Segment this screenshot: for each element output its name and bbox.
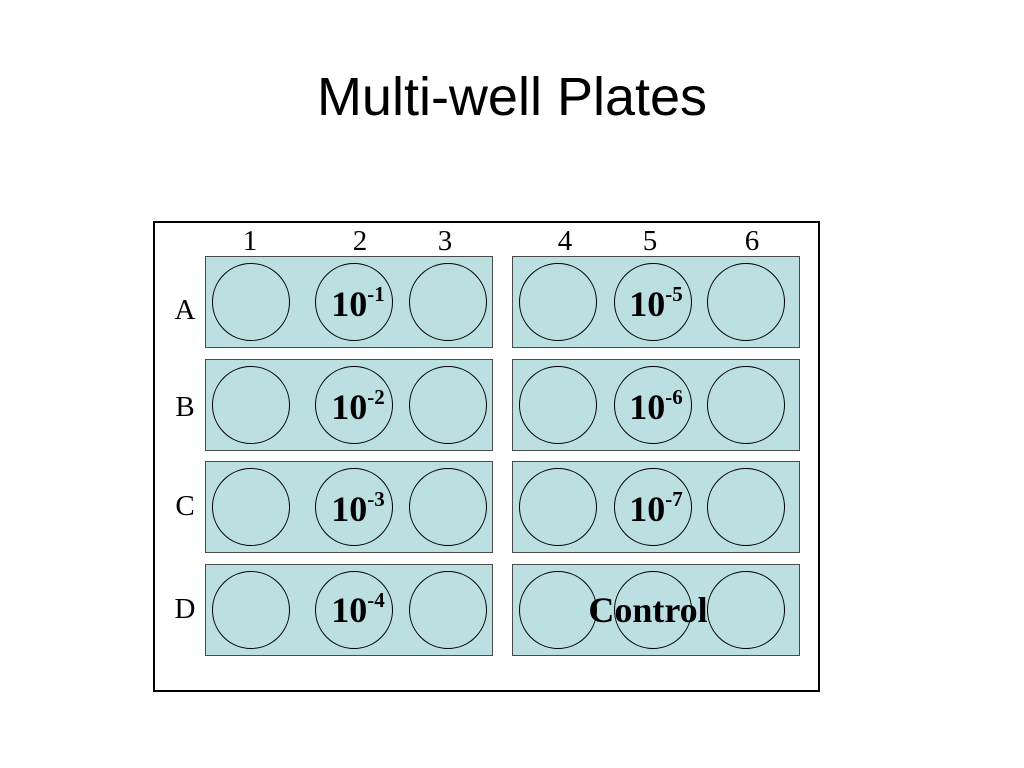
well-a2: [315, 263, 393, 341]
well-d1: [212, 571, 290, 649]
plate-frame: [153, 221, 820, 692]
row-label-d: D: [174, 593, 196, 625]
well-a5: [614, 263, 692, 341]
column-label-2: 2: [352, 225, 368, 257]
well-c3: [409, 468, 487, 546]
dilution-label-c2: 10-3: [331, 487, 385, 530]
well-c4: [519, 468, 597, 546]
well-a3: [409, 263, 487, 341]
well-b4: [519, 366, 597, 444]
well-d2: [315, 571, 393, 649]
well-c1: [212, 468, 290, 546]
row-label-a: A: [174, 294, 196, 326]
row-label-c: C: [175, 490, 195, 522]
well-b3: [409, 366, 487, 444]
well-b1: [212, 366, 290, 444]
well-b5: [614, 366, 692, 444]
well-b6: [707, 366, 785, 444]
well-c5: [614, 468, 692, 546]
well-c2: [315, 468, 393, 546]
well-c6: [707, 468, 785, 546]
row-label-b: B: [175, 391, 195, 423]
column-label-3: 3: [437, 225, 453, 257]
control-label: Control: [588, 590, 708, 630]
well-d4: [519, 571, 597, 649]
well-a4: [519, 263, 597, 341]
well-a6: [707, 263, 785, 341]
well-b2: [315, 366, 393, 444]
well-a1: [212, 263, 290, 341]
column-label-4: 4: [557, 225, 573, 257]
dilution-label-b2: 10-2: [331, 385, 385, 428]
well-d6: [707, 571, 785, 649]
well-d3: [409, 571, 487, 649]
dilution-label-c5: 10-7: [629, 487, 683, 530]
dilution-label-b5: 10-6: [629, 385, 683, 428]
dilution-label-a2: 10-1: [331, 282, 385, 325]
column-label-1: 1: [242, 225, 258, 257]
slide-title: Multi-well Plates: [316, 67, 708, 127]
column-label-5: 5: [642, 225, 658, 257]
dilution-label-d2: 10-4: [331, 588, 385, 631]
column-label-6: 6: [744, 225, 760, 257]
well-d5: [614, 571, 692, 649]
dilution-label-a5: 10-5: [629, 282, 683, 325]
